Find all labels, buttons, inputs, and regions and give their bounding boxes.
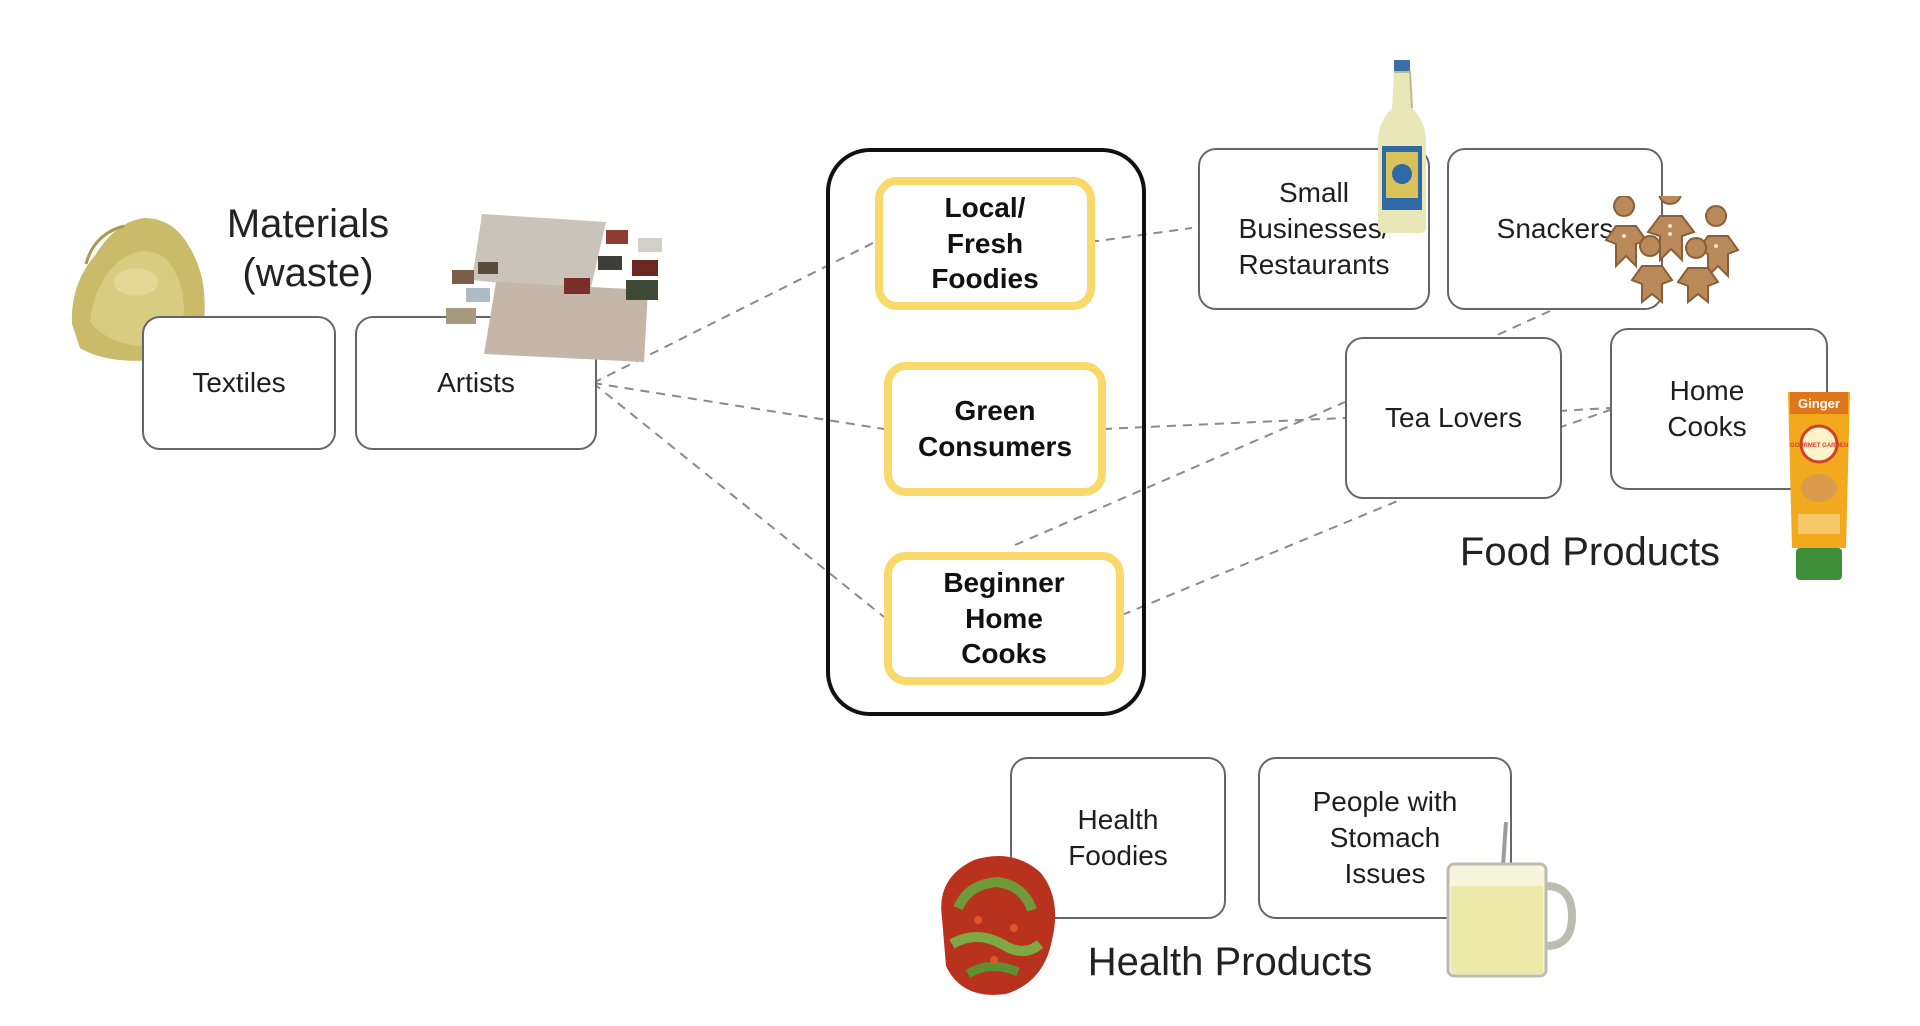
segment-beginner-home-cooks-label: Beginner Home Cooks [943, 566, 1065, 670]
connector-beginner-cooks-tea-lovers-a [1014, 401, 1346, 546]
tea-lovers-label: Tea Lovers [1385, 402, 1522, 434]
segment-local-fresh-foodies: Local/ Fresh Foodies [875, 177, 1095, 310]
connector-snackers-tea-lovers [1494, 310, 1551, 337]
ginger-tea-mug-image [1446, 821, 1577, 978]
customer-segments-container [826, 148, 1146, 716]
connector-tea-lovers-home-cooks-b [1557, 409, 1611, 429]
connector-tea-lovers-home-cooks-a [1557, 407, 1611, 412]
connector-beginner-cooks-tea-lovers-b [1121, 499, 1401, 616]
tea-lovers-node: Tea Lovers [1345, 337, 1562, 499]
artists-label: Artists [437, 367, 515, 399]
connector-local-foodies-small-business [1089, 227, 1193, 243]
tube-brand-text: Ginger [1798, 396, 1840, 411]
kimchi-image [941, 856, 1056, 995]
segment-green-consumers: Green Consumers [884, 362, 1106, 496]
home-cooks-label: Home Cooks [1667, 375, 1747, 442]
segment-local-fresh-foodies-label: Local/ Fresh Foodies [931, 191, 1039, 295]
gingerbread-cookies-image [1604, 196, 1740, 305]
textiles-label: Textiles [192, 367, 286, 399]
ginger-beer-bottle-image [1378, 60, 1426, 233]
tube-label-text: GOURMET GARDEN [1790, 443, 1848, 449]
health-foodies-label: Health Foodies [1068, 804, 1168, 871]
materials-heading: Materials (waste) [226, 202, 390, 295]
health-products-heading: Health Products [1087, 940, 1373, 984]
food-products-heading: Food Products [1459, 530, 1721, 574]
connector-artists-green-consumers [592, 382, 885, 430]
snackers-label: Snackers [1496, 213, 1614, 245]
ginger-paste-tube-image: Ginger GOURMET GARDEN [1788, 392, 1850, 580]
material-tiles-image [446, 214, 662, 362]
textiles-node: Textiles [142, 316, 336, 450]
stomach-issues-label: People with Stomach Issues [1312, 786, 1458, 889]
segment-beginner-home-cooks: Beginner Home Cooks [884, 552, 1124, 685]
small-businesses-label: Small Businesses/ Restaurants [1238, 177, 1390, 280]
connector-artists-beginner-cooks [592, 382, 885, 618]
segment-green-consumers-label: Green Consumers [917, 395, 1073, 462]
